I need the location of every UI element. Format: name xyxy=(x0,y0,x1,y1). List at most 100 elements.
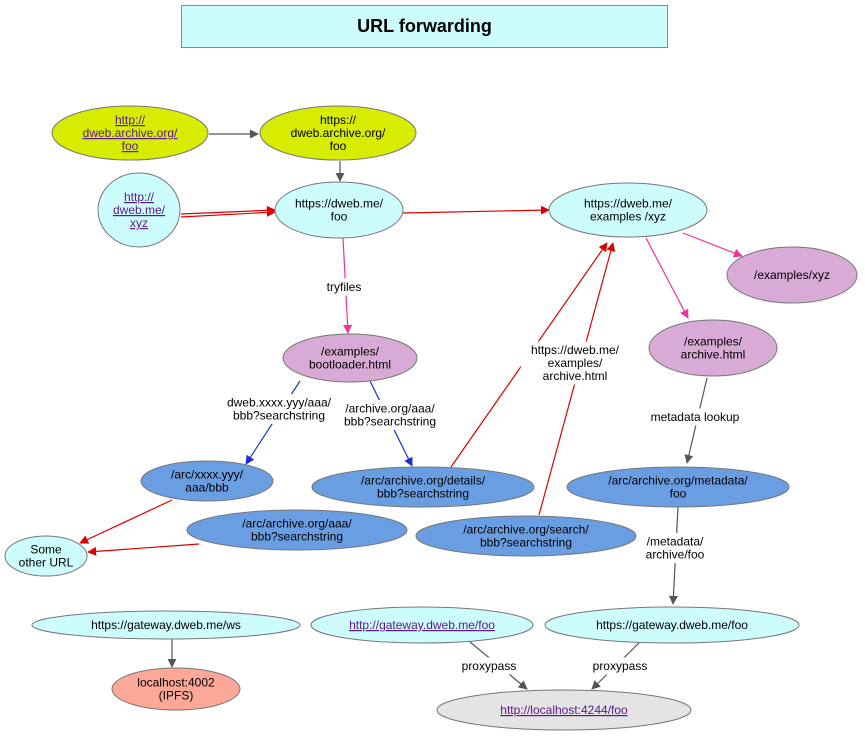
node-https-examples-xyz-text: https://dweb.me/ xyxy=(584,197,673,211)
node-archive-html-text: archive.html xyxy=(681,348,746,362)
link-http-archive-foo-text[interactable]: dweb.archive.org/ xyxy=(83,126,178,140)
diagram-title: URL forwarding xyxy=(357,16,492,36)
node-gateway-ws-shape xyxy=(31,610,301,640)
node-arc-details-shape xyxy=(311,466,535,508)
edge-label-https-archive-html-text: archive.html xyxy=(543,369,608,383)
edge-label-archive-aaa-text: bbb?searchstring xyxy=(344,415,436,429)
node-localhost-ipfs-shape xyxy=(111,667,241,711)
edge-label-dweb-xxxx-bg xyxy=(218,394,340,424)
edge-label-https-archive-html-text: https://dweb.me/ xyxy=(531,343,620,357)
node-some-other-url-text: Some xyxy=(30,543,62,557)
node-https-archive-foo-shape xyxy=(259,105,417,161)
node-gateway-https-foo-shape xyxy=(544,606,800,644)
node-archive-html: /examples/archive.html xyxy=(648,319,778,377)
node-arc-xxxx-shape xyxy=(140,460,274,502)
node-arc-aaa-shape xyxy=(186,509,408,551)
title-box: URL forwarding xyxy=(181,5,668,48)
edge-label-metadata-lookup-bg xyxy=(644,408,746,426)
node-bootloader-html: /examples/bootloader.html xyxy=(282,333,418,383)
node-arc-xxxx-text: /arc/xxxx.yyy/ xyxy=(171,468,244,482)
node-examples-xyz-text: /examples/xyz xyxy=(754,268,830,282)
node-bootloader-html-text: bootloader.html xyxy=(309,358,391,372)
node-https-dweb-foo-text: https://dweb.me/ xyxy=(295,197,384,211)
edge-label-proxypass-left-text: proxypass xyxy=(462,659,517,673)
edge-label-proxypass-right: proxypass xyxy=(588,657,652,675)
node-localhost-ipfs: localhost:4002(IPFS) xyxy=(111,667,241,711)
node-https-dweb-foo: https://dweb.me/foo xyxy=(274,181,404,239)
node-arc-search-text: bbb?searchstring xyxy=(480,536,572,550)
node-https-archive-foo-text: dweb.archive.org/ xyxy=(291,126,386,140)
node-arc-details-text: /arc/archive.org/details/ xyxy=(361,474,486,488)
node-bootloader-html-text: /examples/ xyxy=(321,345,380,359)
link-http-archive-foo-text[interactable]: foo xyxy=(122,139,139,153)
edge-label-tryfiles-text: tryfiles xyxy=(327,280,362,294)
edge-label-metadata-archive-foo-text: /metadata/ xyxy=(647,535,704,549)
node-examples-xyz: /examples/xyz xyxy=(726,246,858,304)
edge-label-metadata-lookup-text: metadata lookup xyxy=(651,410,740,424)
link-localhost-4244-shape xyxy=(436,689,692,731)
node-bootloader-html-shape xyxy=(282,333,418,383)
node-arc-xxxx-text: aaa/bbb xyxy=(185,481,229,495)
link-http-archive-foo[interactable]: http://dweb.archive.org/foo xyxy=(51,105,209,161)
node-localhost-ipfs-text: (IPFS) xyxy=(159,689,194,703)
edge-examples-xyz-to-xyz xyxy=(682,232,743,258)
node-arc-aaa-text: /arc/archive.org/aaa/ xyxy=(242,517,352,531)
edge-dweb-xyz-to-dweb-foo-b xyxy=(180,205,276,215)
node-https-archive-foo-text: https:// xyxy=(320,113,357,127)
edge-label-dweb-xxxx: dweb.xxxx.yyy/aaa/bbb?searchstring xyxy=(218,394,340,424)
link-localhost-4244-text[interactable]: http://localhost:4244/foo xyxy=(500,703,628,717)
link-http-dweb-xyz-text[interactable]: xyz xyxy=(130,216,148,230)
edge-label-dweb-xxxx-text: dweb.xxxx.yyy/aaa/ xyxy=(227,396,332,410)
node-arc-details: /arc/archive.org/details/bbb?searchstrin… xyxy=(311,466,535,508)
node-arc-xxxx: /arc/xxxx.yyy/aaa/bbb xyxy=(140,460,274,502)
link-gateway-http-foo-text[interactable]: http://gateway.dweb.me/foo xyxy=(349,618,495,632)
node-archive-html-shape xyxy=(648,319,778,377)
node-https-dweb-foo-text: foo xyxy=(331,210,348,224)
edge-label-metadata-archive-foo-text: archive/foo xyxy=(646,548,705,562)
link-gateway-http-foo-shape xyxy=(310,606,534,644)
edge-label-archive-aaa-text: /archive.org/aaa/ xyxy=(345,402,435,416)
link-http-dweb-xyz[interactable]: http://dweb.me/xyz xyxy=(97,172,181,248)
edge-dweb-xyz-to-dweb-foo-a xyxy=(180,207,276,218)
edge-label-proxypass-left: proxypass xyxy=(457,657,521,675)
link-http-dweb-xyz-text[interactable]: http:// xyxy=(124,190,155,204)
edge-label-tryfiles-bg xyxy=(315,278,373,296)
edge-arc-aaa-to-some-other xyxy=(87,543,200,556)
edge-label-https-archive-html-text: examples/ xyxy=(548,356,603,370)
node-gateway-https-foo-text: https://gateway.dweb.me/foo xyxy=(596,618,748,632)
node-archive-html-text: /examples/ xyxy=(684,335,743,349)
node-gateway-https-foo: https://gateway.dweb.me/foo xyxy=(544,606,800,644)
edge-arc-xxxx-to-some-other xyxy=(79,499,173,544)
node-https-archive-foo: https://dweb.archive.org/foo xyxy=(259,105,417,161)
edge-labels-layer: tryfiles dweb.xxxx.yyy/aaa/bbb?searchstri… xyxy=(218,278,746,675)
link-gateway-http-foo[interactable]: http://gateway.dweb.me/foo xyxy=(310,606,534,644)
node-https-archive-foo-text: foo xyxy=(330,139,347,153)
node-arc-metadata: /arc/archive.org/metadata/foo xyxy=(566,466,790,508)
node-arc-metadata-text: /arc/archive.org/metadata/ xyxy=(608,474,748,488)
node-examples-xyz-shape xyxy=(726,246,858,304)
link-localhost-4244[interactable]: http://localhost:4244/foo xyxy=(436,689,692,731)
node-arc-details-text: bbb?searchstring xyxy=(377,487,469,501)
edge-examples-xyz-to-archive-html xyxy=(645,237,689,319)
edge-dweb-foo-to-examples-xyz xyxy=(402,205,550,215)
edge-label-metadata-lookup: metadata lookup xyxy=(644,408,746,426)
link-http-dweb-xyz-text[interactable]: dweb.me/ xyxy=(113,203,166,217)
node-arc-search-shape xyxy=(415,515,637,557)
edge-label-proxypass-right-bg xyxy=(588,657,652,675)
node-https-examples-xyz-text: examples /xyz xyxy=(590,210,666,224)
node-gateway-ws-text: https://gateway.dweb.me/ws xyxy=(91,618,241,632)
edge-label-archive-aaa: /archive.org/aaa/bbb?searchstring xyxy=(332,400,448,430)
node-localhost-ipfs-text: localhost:4002 xyxy=(137,676,215,690)
node-gateway-ws: https://gateway.dweb.me/ws xyxy=(31,610,301,640)
link-http-archive-foo-text[interactable]: http:// xyxy=(115,113,146,127)
link-http-dweb-xyz-shape xyxy=(97,172,181,248)
edge-label-metadata-archive-foo-bg xyxy=(636,533,714,563)
node-arc-metadata-shape xyxy=(566,466,790,508)
node-https-examples-xyz-shape xyxy=(548,182,708,238)
node-https-dweb-foo-shape xyxy=(274,181,404,239)
node-arc-aaa: /arc/archive.org/aaa/bbb?searchstring xyxy=(186,509,408,551)
node-arc-metadata-text: foo xyxy=(670,487,687,501)
nodes-layer: http://dweb.archive.org/foohttps://dweb.… xyxy=(4,105,858,731)
